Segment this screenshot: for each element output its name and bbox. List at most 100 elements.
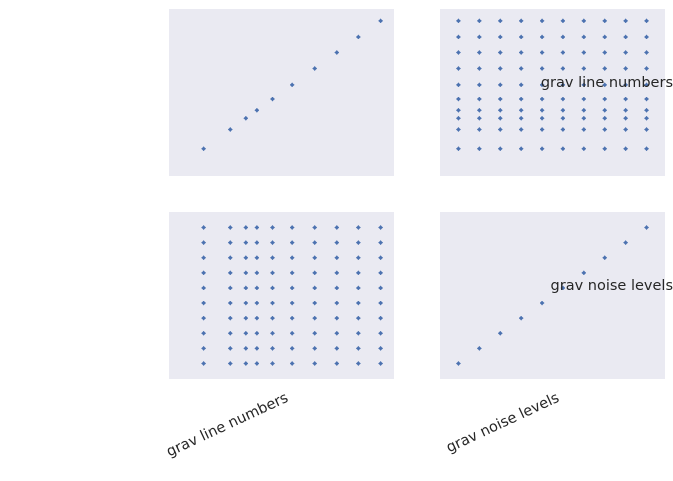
data-point [644,146,650,152]
data-point [334,360,340,366]
data-point [201,146,207,152]
data-point [497,82,503,88]
data-point [334,315,340,321]
data-point [581,82,587,88]
data-point [201,300,207,306]
data-point [644,107,650,113]
data-point [497,330,503,336]
data-point [312,285,318,291]
data-point [355,300,361,306]
data-point [378,255,384,261]
data-point [539,107,545,113]
data-point [289,345,295,351]
data-point [254,300,260,306]
data-point [201,360,207,366]
data-point [227,360,233,366]
data-point [644,50,650,56]
data-point [270,270,275,276]
data-point [560,115,566,121]
data-point [289,270,295,276]
data-point [334,330,340,336]
data-point [289,225,295,231]
data-point [355,315,361,321]
data-point [602,96,608,102]
data-point [243,225,249,231]
data-point [539,34,545,40]
data-point [227,240,233,246]
data-point [560,107,566,113]
data-point [623,50,629,56]
data-point [355,330,361,336]
data-point [270,315,275,321]
data-point [560,285,566,291]
data-point [201,315,207,321]
data-point [644,225,650,231]
data-point [497,18,503,24]
data-point [243,360,249,366]
data-point [378,240,384,246]
data-point [518,50,524,56]
data-point [227,225,233,231]
data-point [334,285,340,291]
data-point [227,315,233,321]
data-point [602,50,608,56]
data-point [518,127,524,132]
data-point [518,65,524,71]
data-point [539,82,545,88]
data-point [201,255,207,261]
data-point [378,360,384,366]
data-point [560,34,566,40]
data-point [289,255,295,261]
data-point [455,107,461,113]
data-point [334,270,340,276]
data-point [254,345,260,351]
data-point [476,345,482,351]
data-point [581,270,587,276]
data-point [243,300,249,306]
data-point [270,255,275,261]
data-point [476,127,482,132]
scatter-panel-r0c0[interactable] [169,9,394,176]
data-point [644,96,650,102]
data-point [355,34,361,40]
data-point [539,146,545,152]
data-point [623,96,629,102]
data-point [644,115,650,121]
data-point [518,96,524,102]
data-point [560,82,566,88]
data-point [289,300,295,306]
data-point [270,345,275,351]
scatter-panel-r1c1[interactable] [440,212,665,379]
data-point [312,360,318,366]
data-point [312,255,318,261]
data-point [497,146,503,152]
data-point [476,65,482,71]
scatter-panel-r1c0[interactable] [169,212,394,379]
data-point [312,225,318,231]
data-point [497,65,503,71]
data-point [312,270,318,276]
data-point [254,285,260,291]
data-point [644,34,650,40]
data-point [378,330,384,336]
data-point [602,115,608,121]
data-point [497,127,503,132]
data-point [455,96,461,102]
data-point [254,330,260,336]
data-point [201,240,207,246]
data-point [560,96,566,102]
scatter-panel-r0c1[interactable] [440,9,665,176]
data-point [581,107,587,113]
data-point [539,96,545,102]
data-point [581,127,587,132]
data-point [378,225,384,231]
data-point [602,18,608,24]
data-point [539,65,545,71]
data-point [476,34,482,40]
data-point [623,34,629,40]
data-point [243,255,249,261]
data-point [602,82,608,88]
data-point [270,285,275,291]
data-point [518,18,524,24]
data-point [312,65,318,71]
